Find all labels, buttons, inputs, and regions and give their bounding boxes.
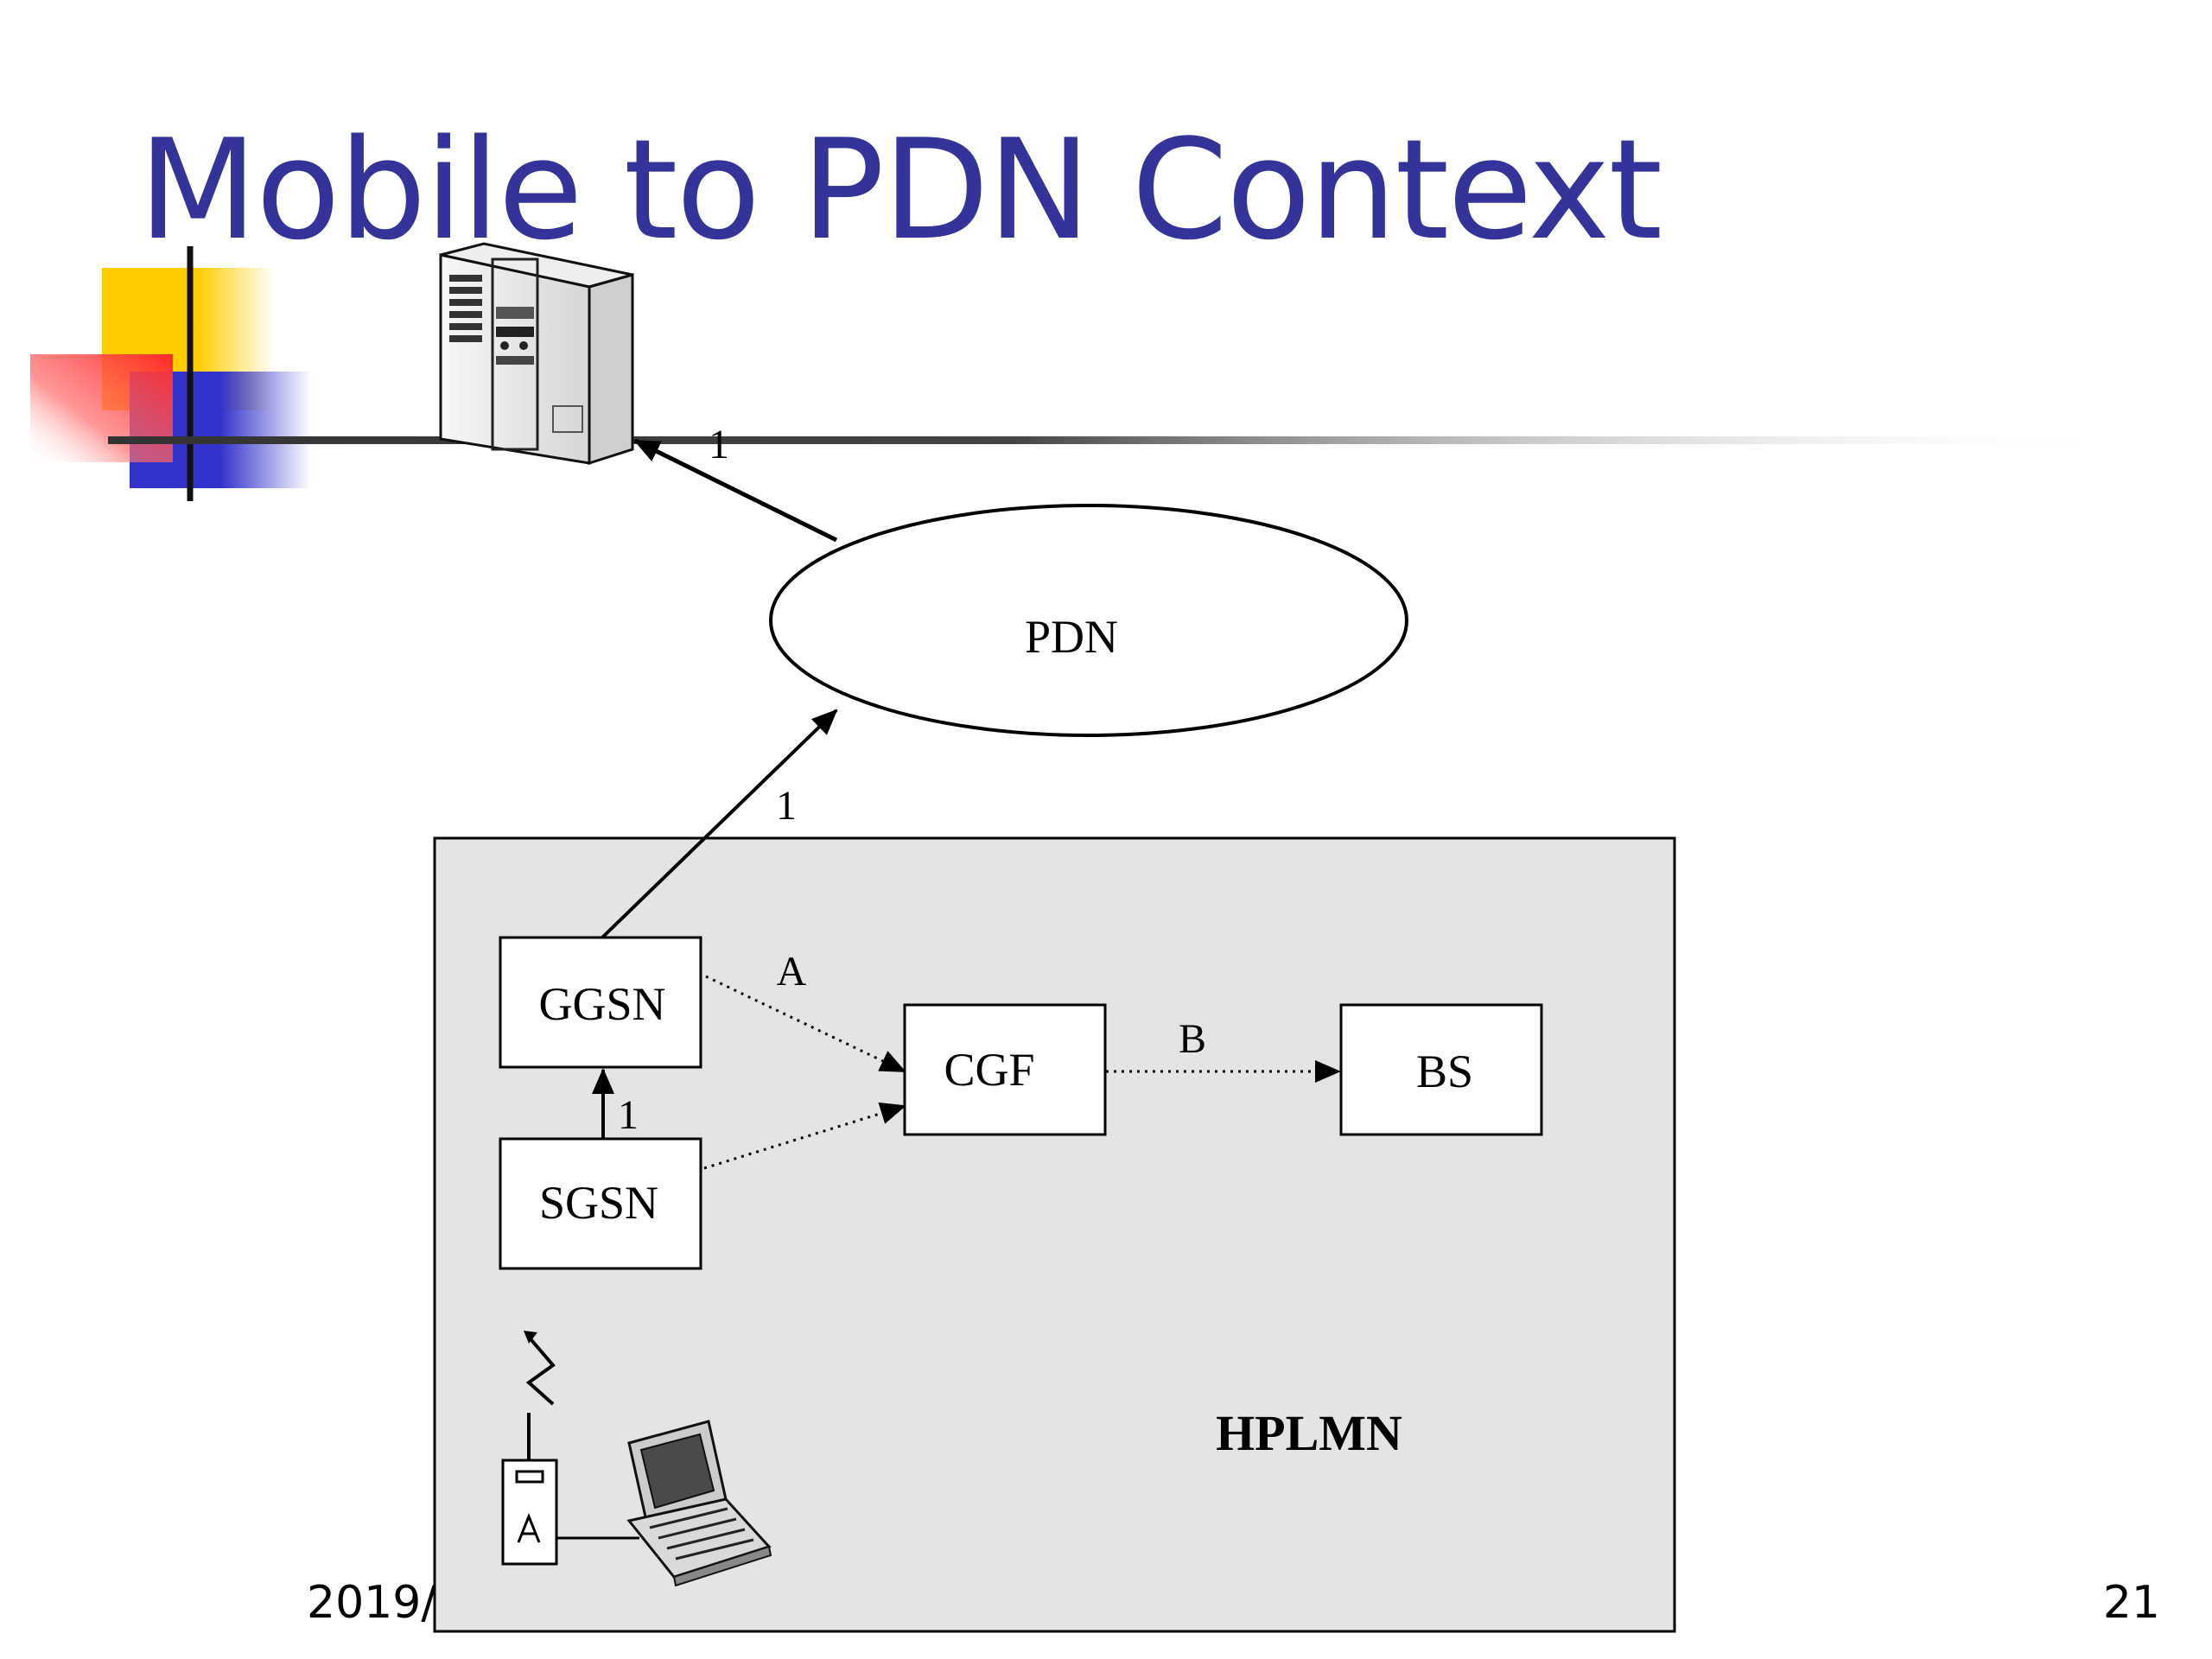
edge-ggsn-to-cgf — [705, 975, 906, 1073]
server-tower-icon — [439, 242, 634, 466]
hplmn-label: HPLMN — [1216, 1405, 1402, 1461]
mobile-station-icon — [501, 1331, 639, 1566]
edge-label-cgf-to-bs: B — [1179, 1016, 1206, 1062]
laptop-icon — [626, 1420, 772, 1587]
edge-label-sgsn-to-ggsn: 1 — [618, 1092, 639, 1138]
edge-label-pdn-to-host: 1 — [709, 422, 729, 467]
slide-title: Mobile to PDN Context — [138, 109, 1662, 270]
node-bs-label: BS — [1416, 1046, 1473, 1097]
node-sgsn-label: SGSN — [539, 1177, 658, 1229]
node-pdn-label: PDN — [1025, 611, 1118, 663]
node-bs — [1339, 1003, 1543, 1136]
slide-accent-decoration — [30, 246, 311, 501]
accent-red-square — [30, 354, 173, 462]
node-ggsn-label: GGSN — [538, 978, 665, 1030]
edge-label-ggsn-to-cgf: A — [777, 949, 807, 995]
edge-pdn-to-host — [633, 438, 838, 543]
edge-label-ggsn-to-pdn: 1 — [776, 783, 797, 829]
node-pdn — [769, 504, 1408, 737]
node-sgsn — [499, 1137, 702, 1270]
node-cgf — [903, 1003, 1107, 1136]
page-number: 21 — [2102, 1577, 2160, 1629]
lan-line — [108, 436, 2121, 444]
node-ggsn — [499, 936, 702, 1069]
node-cgf-label: CGF — [944, 1044, 1034, 1096]
edge-ggsn-to-pdn — [601, 709, 838, 939]
